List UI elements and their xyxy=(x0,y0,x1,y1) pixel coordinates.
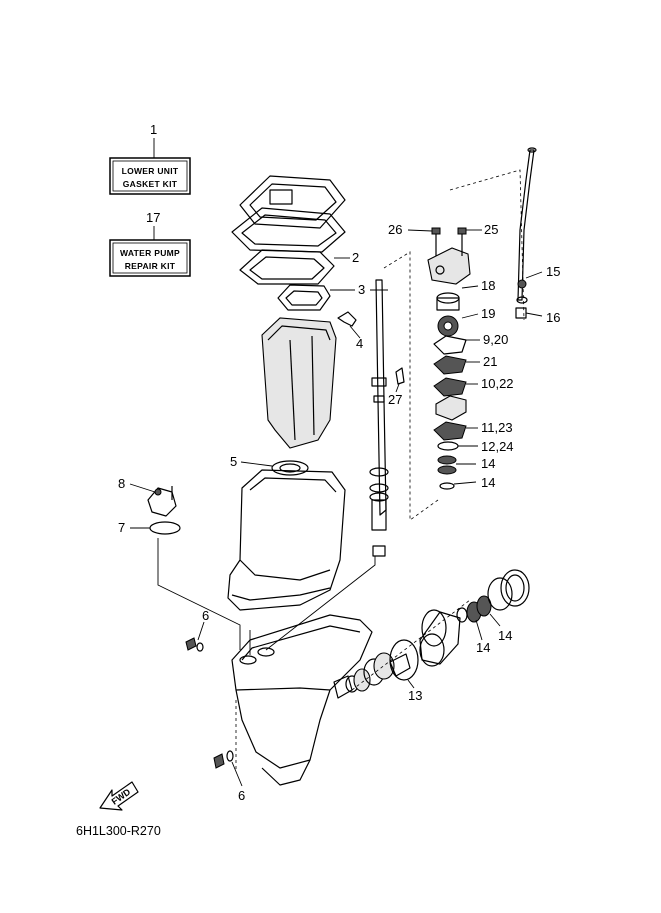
propeller-shaft xyxy=(333,652,411,699)
callout-9-20: 9,20 xyxy=(483,332,508,347)
diagram-code: 6H1L300-R270 xyxy=(76,824,161,838)
seals-14-upper: 14 14 xyxy=(437,455,495,490)
callout-13: 13 xyxy=(408,688,422,703)
callout-8: 8 xyxy=(118,476,125,491)
plate-4: 4 xyxy=(337,311,363,351)
callout-6-a: 6 xyxy=(202,608,209,623)
bolt-6-upper: 6 xyxy=(185,608,209,652)
callout-26: 26 xyxy=(388,222,402,237)
callout-14-b: 14 xyxy=(481,475,495,490)
shaft-bearings xyxy=(369,467,389,557)
callout-10-22: 10,22 xyxy=(481,376,514,391)
gasket-kit-label: 1 LOWER UNIT GASKET KIT xyxy=(109,122,191,195)
pin-27: 27 xyxy=(388,367,405,407)
plate-21: 21 xyxy=(433,354,497,375)
callout-3: 3 xyxy=(358,282,365,297)
impeller-19: 19 xyxy=(437,306,495,337)
bolt-6-lower: 6 xyxy=(213,750,245,803)
gasket-11-23: 11,23 xyxy=(433,420,513,441)
water-pump-housing: 26 25 xyxy=(388,222,498,285)
propeller-rings xyxy=(487,569,530,611)
gear-case xyxy=(231,614,373,786)
callout-15: 15 xyxy=(546,264,560,279)
bearing-housing xyxy=(419,607,468,667)
gasket-kit-line2: GASKET KIT xyxy=(123,179,178,189)
callout-1: 1 xyxy=(150,122,157,137)
insert-18: 18 xyxy=(436,278,495,311)
pump-kit-line2: REPAIR KIT xyxy=(125,261,176,271)
gasket-kit-line1: LOWER UNIT xyxy=(122,166,179,176)
o-ring-7: 7 xyxy=(118,520,181,535)
drive-shaft xyxy=(370,251,439,521)
seals-14-lower: 14 14 xyxy=(466,595,512,655)
pump-kit-line1: WATER PUMP xyxy=(120,248,180,258)
callout-16: 16 xyxy=(546,310,560,325)
callout-12-24: 12,24 xyxy=(481,439,514,454)
callout-27: 27 xyxy=(388,392,402,407)
callout-5: 5 xyxy=(230,454,237,469)
callout-11-23: 11,23 xyxy=(481,420,513,435)
pump-cartridge xyxy=(435,395,467,421)
callout-2: 2 xyxy=(352,250,359,265)
gasket-10-22: 10,22 xyxy=(433,376,514,397)
callout-14-c: 14 xyxy=(476,640,490,655)
callout-7: 7 xyxy=(118,520,125,535)
callout-14-a: 14 xyxy=(481,456,495,471)
o-ring-12-24: 12,24 xyxy=(437,439,514,454)
forward-direction-arrow: FWD xyxy=(99,781,139,811)
o-ring-13: 13 xyxy=(389,639,422,703)
oil-seal-5: 5 xyxy=(230,454,309,476)
callout-21: 21 xyxy=(483,354,497,369)
gasket-2: 2 xyxy=(239,249,359,285)
callout-19: 19 xyxy=(481,306,495,321)
lower-casing xyxy=(227,469,346,611)
gasket-9-20: 9,20 xyxy=(433,332,508,355)
upper-gasket-stack xyxy=(231,175,346,253)
callout-6-b: 6 xyxy=(238,788,245,803)
callout-4: 4 xyxy=(356,336,363,351)
gasket-3: 3 xyxy=(277,282,365,311)
callout-25: 25 xyxy=(484,222,498,237)
water-tube: 15 16 xyxy=(515,147,560,325)
water-pump-kit-label: 17 WATER PUMP REPAIR KIT xyxy=(109,210,191,277)
callout-18: 18 xyxy=(481,278,495,293)
callout-17: 17 xyxy=(146,210,160,225)
upper-casing xyxy=(261,317,337,449)
callout-14-d: 14 xyxy=(498,628,512,643)
cover-8: 8 xyxy=(118,476,177,517)
